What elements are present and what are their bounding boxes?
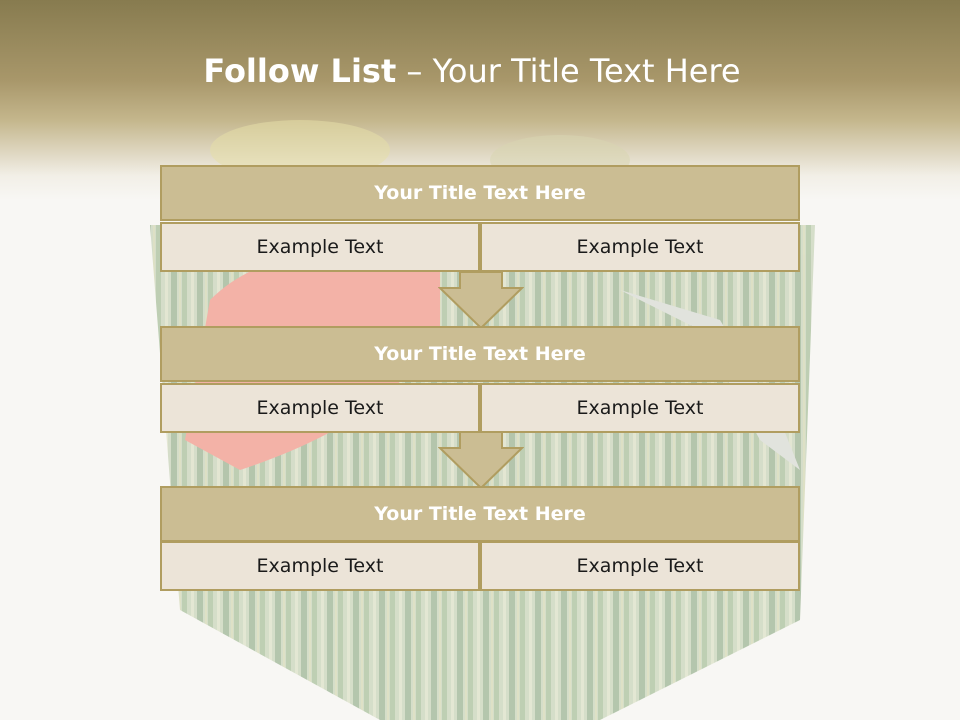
block-3-left-cell: Example Text: [160, 541, 480, 591]
block-1-title: Your Title Text Here: [160, 165, 800, 221]
slide-title-bold: Follow List: [203, 52, 397, 90]
slide-title-rest: – Your Title Text Here: [396, 52, 741, 90]
block-2-right-cell: Example Text: [480, 383, 800, 433]
block-3-right-cell: Example Text: [480, 541, 800, 591]
block-2-title: Your Title Text Here: [160, 326, 800, 382]
down-arrow-2: [438, 432, 524, 490]
block-1-left-cell: Example Text: [160, 222, 480, 272]
block-1-right-cell: Example Text: [480, 222, 800, 272]
block-2-left-cell: Example Text: [160, 383, 480, 433]
down-arrow-1: [438, 272, 524, 330]
slide-title: Follow List – Your Title Text Here: [0, 52, 944, 90]
block-3-title: Your Title Text Here: [160, 486, 800, 542]
